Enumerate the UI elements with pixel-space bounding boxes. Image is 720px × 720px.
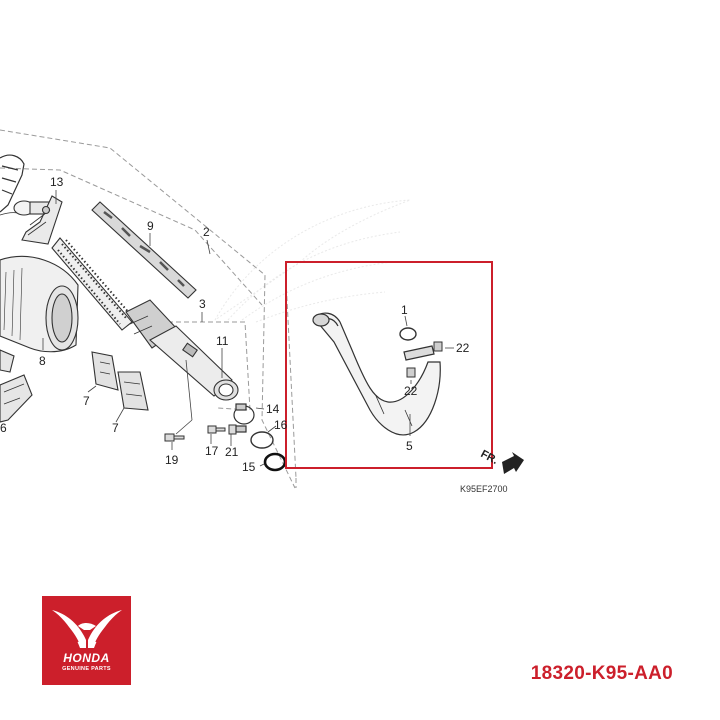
part-9-packing: [91, 201, 197, 299]
callout-16: 16: [274, 418, 288, 432]
part-21-nut: [228, 424, 237, 435]
part-number: 18320-K95-AA0: [530, 663, 673, 684]
callout-15: 15: [242, 460, 256, 474]
callout-19: 19: [165, 453, 179, 467]
part-1-o-ring: [399, 327, 417, 341]
callout-22-lower: 22: [404, 384, 418, 398]
brand-name: HONDA: [63, 651, 110, 665]
diagram-reference-code: K95EF2700: [460, 484, 508, 494]
part-3-muffler-pipe: [125, 299, 239, 401]
front-marker: FR.: [479, 448, 500, 467]
callout-labels: 13 9 2 3 11 8 7 7 6 19 17 21 14 16 15 1 …: [0, 175, 470, 474]
part-17-bolt: [207, 425, 226, 434]
part-6-sleeve: [0, 349, 33, 423]
watermark-wing-icon: [214, 199, 411, 323]
callout-3: 3: [199, 297, 206, 311]
callout-7-upper: 7: [83, 394, 90, 408]
leader-lines: [42, 190, 454, 467]
outer-cover-part: [0, 154, 25, 216]
honda-genuine-parts-logo: HONDA GENUINE PARTS: [42, 596, 131, 685]
part-5-exhaust-pipe: [312, 312, 441, 436]
callout-6: 6: [0, 421, 7, 435]
highlight-box: [285, 261, 493, 469]
callout-22-upper: 22: [456, 341, 470, 355]
callout-9: 9: [147, 219, 154, 233]
honda-wing-icon: [52, 610, 122, 648]
part-15-gasket: [263, 452, 287, 472]
callout-5: 5: [406, 439, 413, 453]
front-arrow-icon: [502, 452, 524, 474]
part-13-end-cap: [13, 195, 63, 245]
callout-8: 8: [39, 354, 46, 368]
callout-13: 13: [50, 175, 64, 189]
part-7-shield: [91, 351, 149, 411]
brand-tagline: GENUINE PARTS: [62, 666, 111, 672]
callout-21: 21: [225, 445, 239, 459]
part-19-bolt: [164, 433, 185, 442]
callout-17: 17: [205, 444, 219, 458]
callout-14: 14: [266, 402, 280, 416]
callout-7-lower: 7: [112, 421, 119, 435]
part-22-nut-lower: [406, 367, 416, 378]
callout-1: 1: [401, 303, 408, 317]
part-16-gasket: [250, 431, 274, 449]
part-14-clamp: [233, 403, 255, 433]
perforated-inner-tube: [51, 237, 133, 331]
part-22-nut-upper: [433, 341, 443, 352]
callout-11: 11: [216, 334, 229, 348]
callout-2: 2: [203, 225, 210, 239]
part-8-muffler-body: [0, 256, 79, 353]
